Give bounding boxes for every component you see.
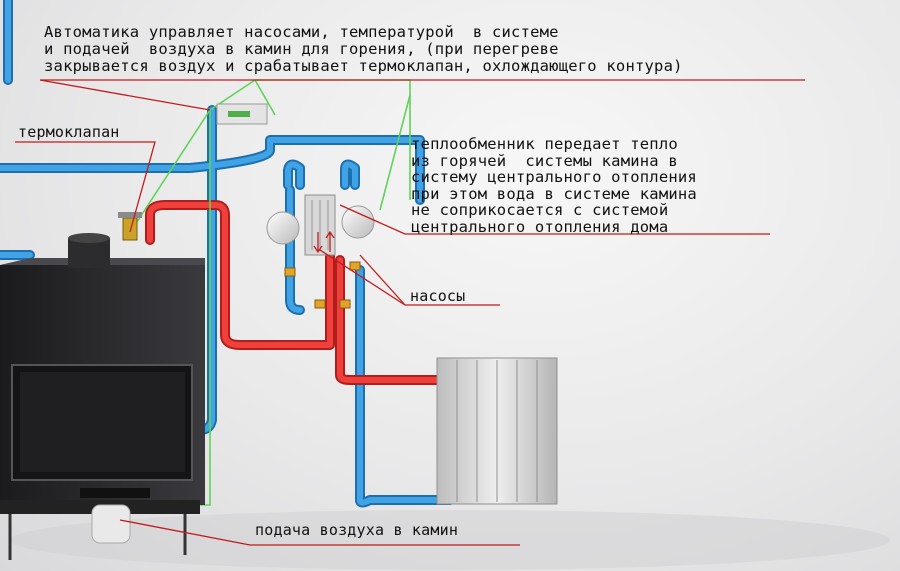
pump-right <box>341 205 375 239</box>
thermovalve-label: термоклапан <box>18 123 120 141</box>
air-supply-label: подача воздуха в камин <box>255 521 459 539</box>
controller-box <box>216 103 268 125</box>
thermovalve <box>118 212 142 241</box>
pump-arrows <box>313 230 335 254</box>
pump-left <box>266 211 300 245</box>
hot-pipes-highlight <box>147 202 443 383</box>
air-duct <box>91 504 131 544</box>
automation-annotation: Автоматика управляет насосами, температу… <box>44 23 683 75</box>
fireplace <box>0 258 205 560</box>
radiator <box>436 357 558 505</box>
pumps-label: насосы <box>410 287 466 305</box>
leader-lines <box>15 79 805 546</box>
valves <box>284 261 361 309</box>
chimney-collar <box>68 233 110 268</box>
